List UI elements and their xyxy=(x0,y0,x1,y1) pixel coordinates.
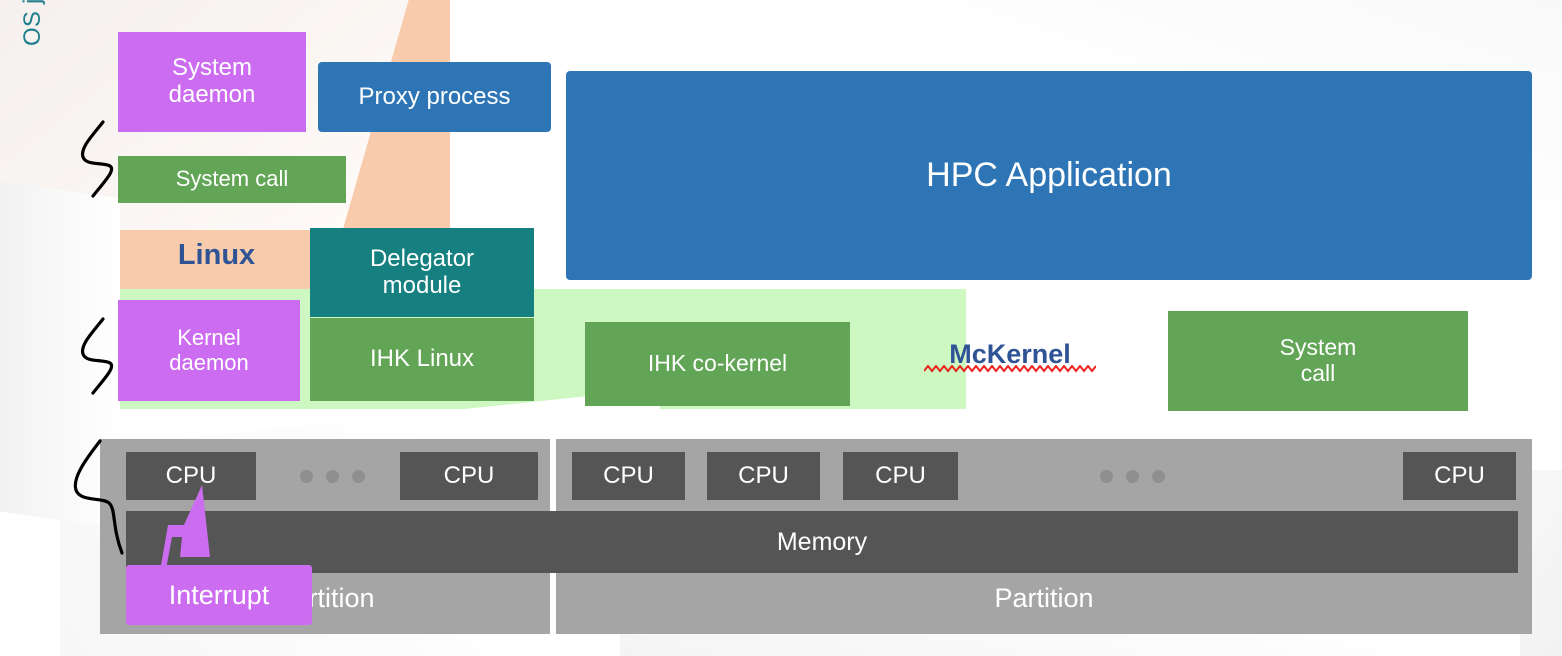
cpu-box: CPU xyxy=(707,452,820,500)
interrupt-callout: Interrupt xyxy=(126,565,312,625)
cpu-box: CPU xyxy=(843,452,958,500)
lwk-system-call-box: System call xyxy=(1168,311,1468,411)
delegator-module-box: Delegator module xyxy=(310,228,534,317)
kernel-daemon-box: Kernel daemon xyxy=(118,300,300,401)
ihk-linux-box: IHK Linux xyxy=(310,318,534,401)
mckernel-label: McKernel xyxy=(905,333,1115,375)
linux-label: Linux xyxy=(177,238,256,271)
mckernel-label-text: McKernel xyxy=(949,338,1071,369)
interrupt-pointer-tail xyxy=(160,485,210,571)
spellcheck-squiggle-icon xyxy=(924,365,1096,373)
